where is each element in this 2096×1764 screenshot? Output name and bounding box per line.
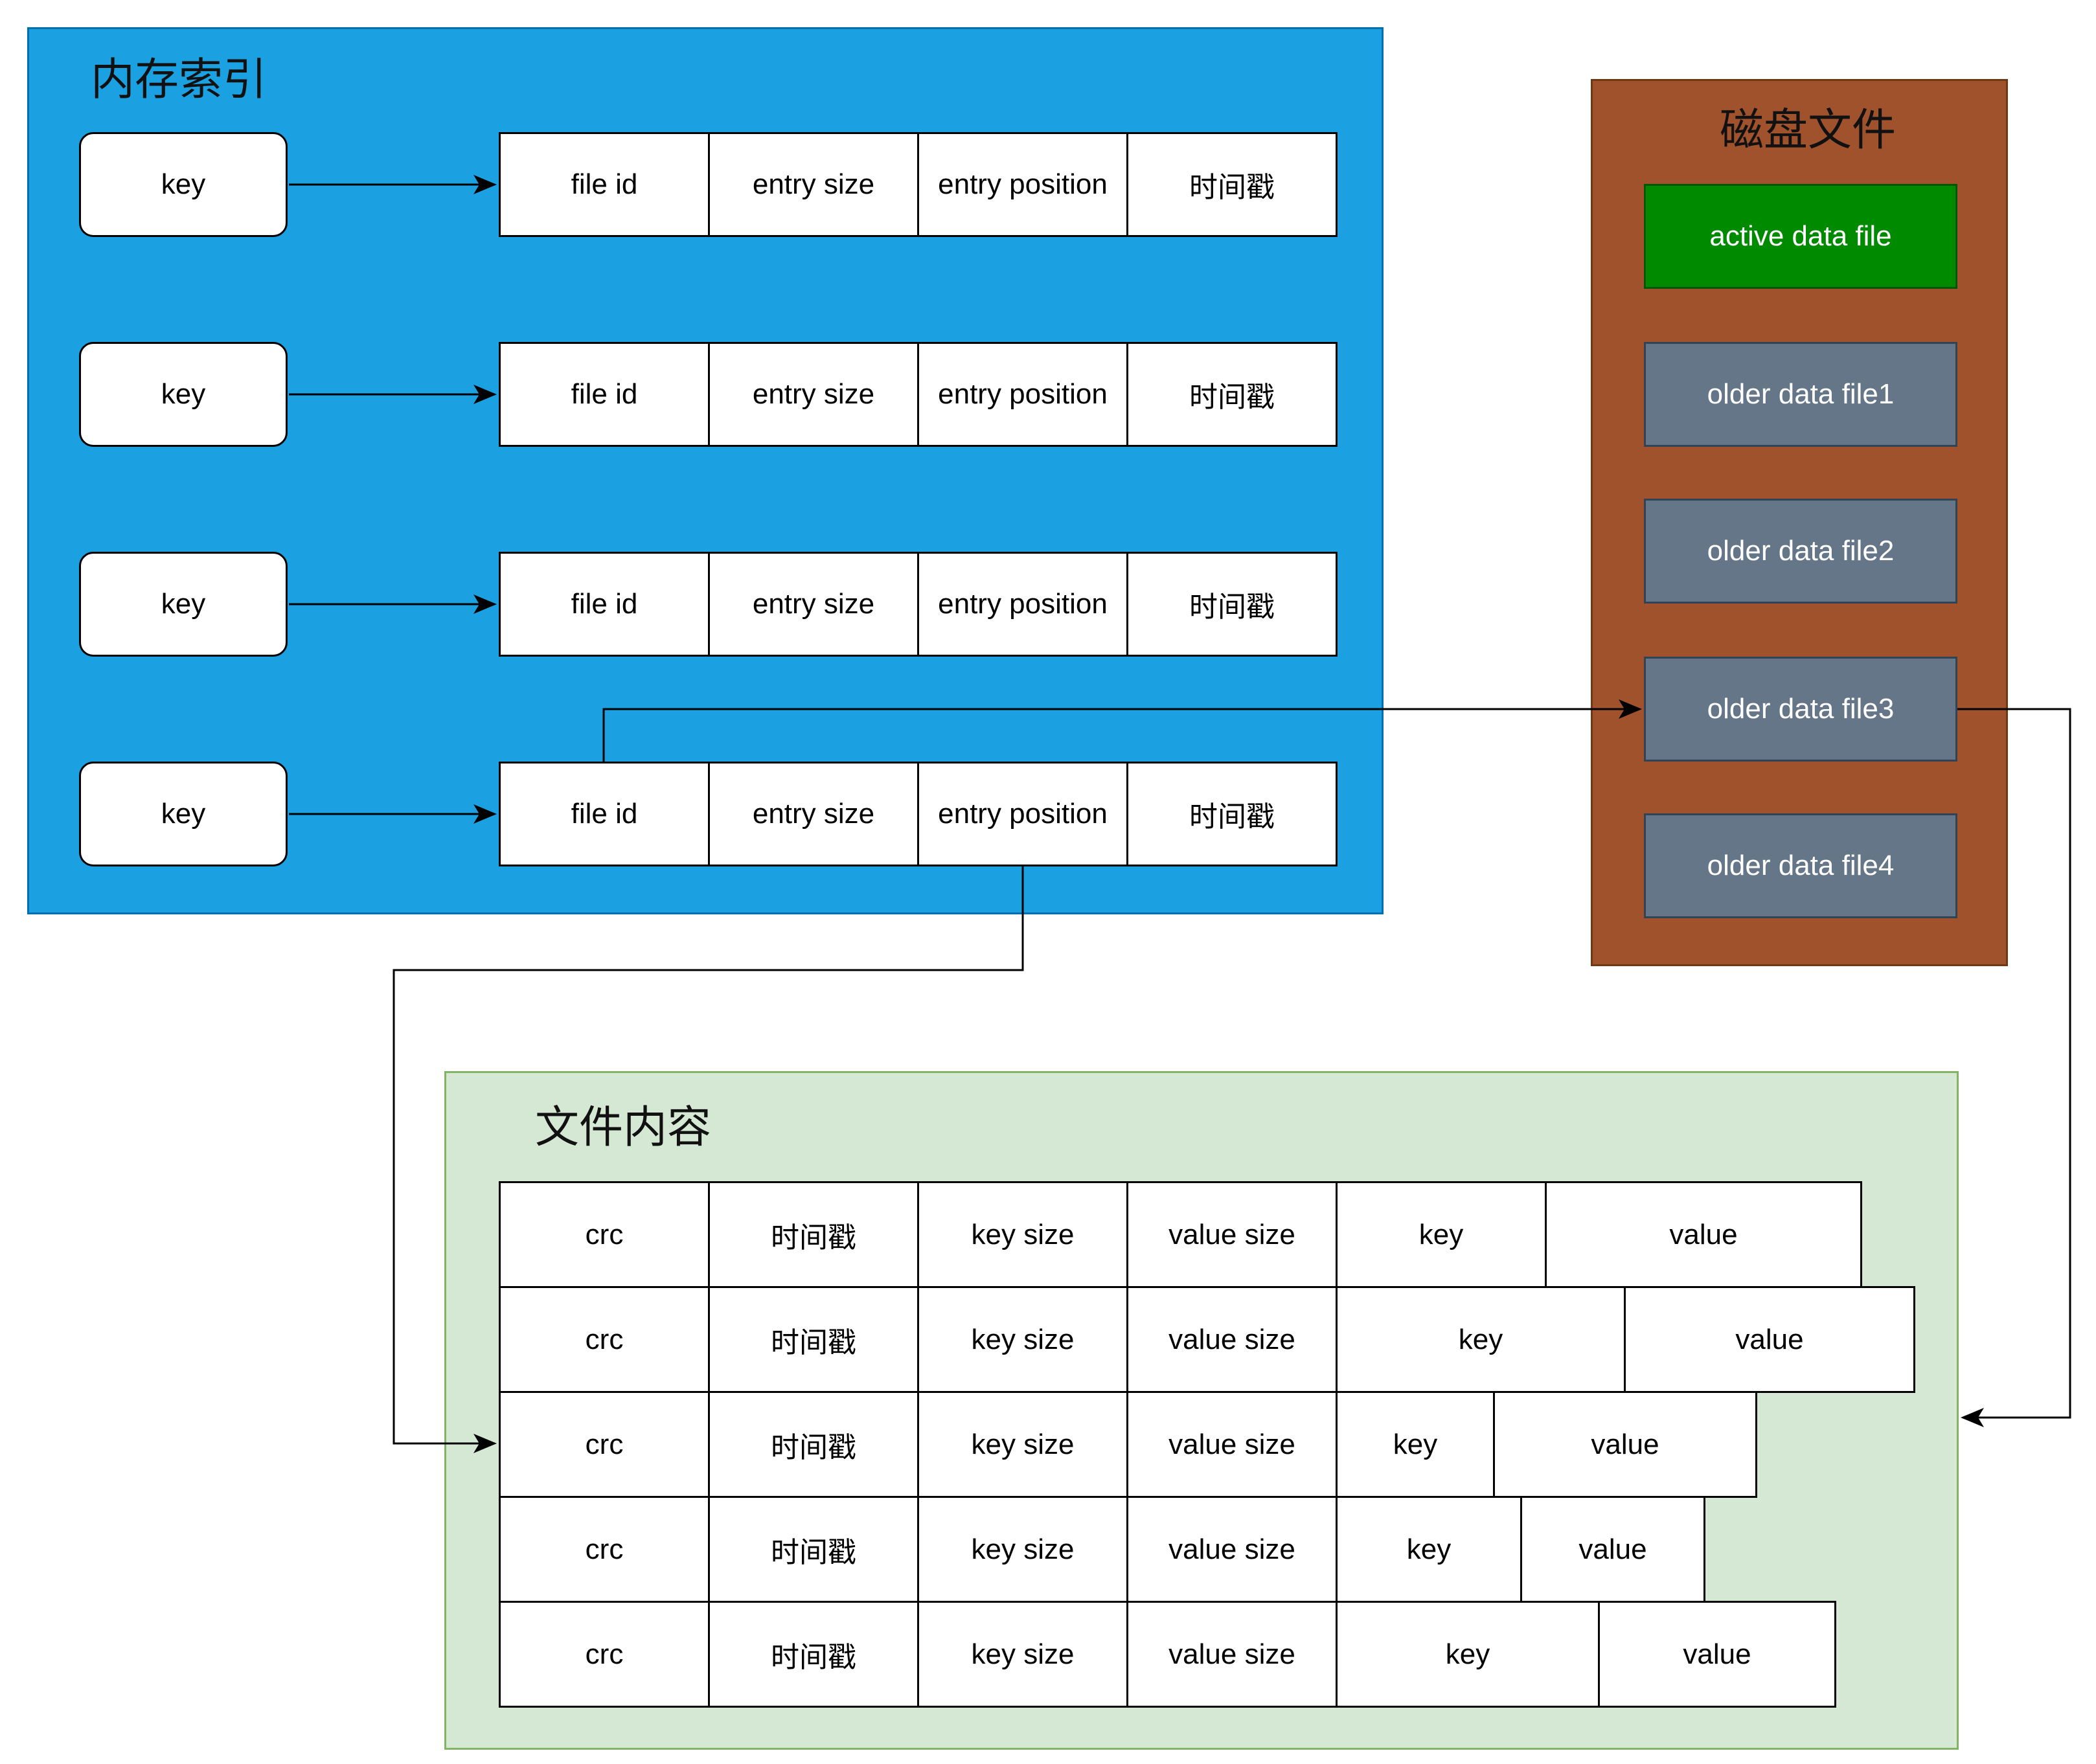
- entry-key-size: key size: [917, 1181, 1128, 1288]
- entry-timestamp: 时间戳: [708, 1496, 919, 1603]
- entry-value: value: [1545, 1181, 1862, 1288]
- index-file-id: file id: [499, 762, 710, 866]
- entry-key: key: [1336, 1601, 1600, 1708]
- index-key: key: [79, 762, 288, 866]
- index-entry-position: entry position: [917, 762, 1128, 866]
- memory-index-title: 内存索引: [91, 54, 268, 106]
- index-timestamp: 时间戳: [1126, 552, 1338, 657]
- index-timestamp: 时间戳: [1126, 132, 1338, 237]
- index-file-id: file id: [499, 552, 710, 657]
- index-key: key: [79, 132, 288, 237]
- disk-files-title: 磁盘文件: [1720, 105, 1897, 156]
- entry-crc: crc: [499, 1286, 710, 1393]
- index-entry-size: entry size: [708, 762, 919, 866]
- entry-timestamp: 时间戳: [708, 1601, 919, 1708]
- entry-crc: crc: [499, 1181, 710, 1288]
- entry-key: key: [1336, 1391, 1495, 1498]
- older-data-file: older data file4: [1644, 813, 1957, 918]
- entry-value: value: [1598, 1601, 1836, 1708]
- entry-value: value: [1624, 1286, 1915, 1393]
- entry-key: key: [1336, 1496, 1522, 1603]
- index-entry-position: entry position: [917, 132, 1128, 237]
- entry-key-size: key size: [917, 1601, 1128, 1708]
- entry-key-size: key size: [917, 1286, 1128, 1393]
- entry-value-size: value size: [1126, 1286, 1338, 1393]
- index-timestamp: 时间戳: [1126, 762, 1338, 866]
- older-data-file: older data file3: [1644, 657, 1957, 762]
- entry-value: value: [1493, 1391, 1757, 1498]
- entry-key-size: key size: [917, 1496, 1128, 1603]
- index-entry-size: entry size: [708, 132, 919, 237]
- older-data-file: older data file1: [1644, 342, 1957, 447]
- entry-key: key: [1336, 1286, 1626, 1393]
- index-file-id: file id: [499, 342, 710, 447]
- index-key: key: [79, 342, 288, 447]
- older-data-file: older data file2: [1644, 499, 1957, 604]
- entry-value-size: value size: [1126, 1391, 1338, 1498]
- index-entry-size: entry size: [708, 552, 919, 657]
- index-entry-position: entry position: [917, 552, 1128, 657]
- entry-crc: crc: [499, 1496, 710, 1603]
- index-timestamp: 时间戳: [1126, 342, 1338, 447]
- entry-key-size: key size: [917, 1391, 1128, 1498]
- index-key: key: [79, 552, 288, 657]
- entry-key: key: [1336, 1181, 1547, 1288]
- entry-value: value: [1520, 1496, 1705, 1603]
- entry-value-size: value size: [1126, 1496, 1338, 1603]
- entry-timestamp: 时间戳: [708, 1181, 919, 1288]
- index-entry-position: entry position: [917, 342, 1128, 447]
- entry-value-size: value size: [1126, 1601, 1338, 1708]
- file-content-title: 文件内容: [535, 1102, 712, 1153]
- entry-crc: crc: [499, 1391, 710, 1498]
- entry-timestamp: 时间戳: [708, 1286, 919, 1393]
- index-entry-size: entry size: [708, 342, 919, 447]
- index-file-id: file id: [499, 132, 710, 237]
- active-data-file: active data file: [1644, 184, 1957, 289]
- entry-crc: crc: [499, 1601, 710, 1708]
- entry-value-size: value size: [1126, 1181, 1338, 1288]
- entry-timestamp: 时间戳: [708, 1391, 919, 1498]
